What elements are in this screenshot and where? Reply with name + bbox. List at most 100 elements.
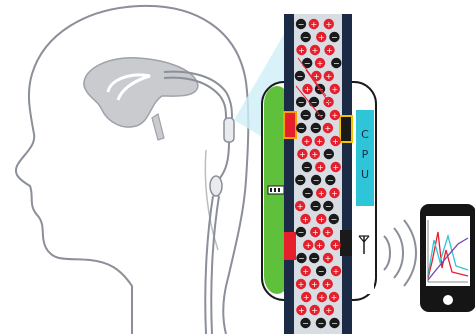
- negative-ion: −: [296, 97, 306, 107]
- negative-ion: −: [301, 32, 311, 42]
- catheter-tube-down-b: [211, 196, 219, 334]
- positive-ion: +: [329, 292, 339, 302]
- positive-sign: +: [332, 111, 339, 120]
- negative-sign: −: [325, 150, 332, 159]
- positive-ion: +: [300, 214, 310, 224]
- negative-ion: −: [310, 201, 320, 211]
- positive-ion: +: [303, 240, 313, 250]
- brain-ventricles: [84, 58, 198, 140]
- negative-ion: −: [302, 58, 312, 68]
- electrode-left-top: [284, 112, 296, 138]
- catheter-tube-lower: [220, 142, 229, 178]
- positive-sign: +: [305, 241, 312, 250]
- positive-sign: +: [299, 150, 306, 159]
- electrode-right-top: [340, 116, 352, 142]
- battery-icon: [268, 186, 286, 194]
- positive-sign: +: [317, 163, 324, 172]
- positive-ion: +: [314, 240, 324, 250]
- negative-ion: −: [296, 19, 306, 29]
- positive-ion: +: [296, 279, 306, 289]
- positive-sign: +: [298, 280, 305, 289]
- positive-sign: +: [297, 202, 304, 211]
- positive-sign: +: [316, 137, 323, 146]
- cpu-letter-p: P: [362, 148, 369, 161]
- positive-ion: +: [295, 201, 305, 211]
- positive-ion: +: [309, 279, 319, 289]
- electrode-right-bottom: [340, 230, 352, 256]
- positive-ion: +: [315, 58, 325, 68]
- positive-sign: +: [324, 280, 331, 289]
- negative-sign: −: [318, 319, 325, 328]
- positive-ion: +: [331, 266, 341, 276]
- positive-ion: +: [316, 188, 326, 198]
- negative-ion: −: [316, 266, 326, 276]
- positive-sign: +: [331, 293, 338, 302]
- negative-sign: −: [297, 176, 304, 185]
- negative-ion: −: [296, 253, 306, 263]
- negative-sign: −: [312, 202, 319, 211]
- negative-ion: −: [300, 318, 310, 328]
- positive-ion: +: [330, 110, 340, 120]
- positive-ion: +: [302, 136, 312, 146]
- tube-wall-right: [342, 14, 352, 334]
- electrode-left-bottom: [284, 232, 296, 260]
- positive-ion: +: [330, 136, 340, 146]
- catheter-chamber: [210, 176, 222, 196]
- positive-ion: +: [302, 84, 312, 94]
- positive-ion: +: [331, 162, 341, 172]
- positive-ion: +: [309, 19, 319, 29]
- positive-sign: +: [318, 33, 325, 42]
- cpu-letter-u: U: [361, 168, 369, 181]
- positive-ion: +: [297, 149, 307, 159]
- negative-sign: −: [327, 176, 334, 185]
- positive-ion: +: [323, 279, 333, 289]
- negative-ion: −: [316, 318, 326, 328]
- cpu-label: C P U: [361, 128, 369, 181]
- positive-ion: +: [323, 253, 333, 263]
- positive-ion: +: [316, 32, 326, 42]
- positive-sign: +: [332, 241, 339, 250]
- positive-sign: +: [302, 215, 309, 224]
- positive-ion: +: [301, 292, 311, 302]
- negative-ion: −: [301, 110, 311, 120]
- positive-ion: +: [314, 136, 324, 146]
- positive-sign: +: [325, 228, 332, 237]
- positive-sign: +: [333, 267, 340, 276]
- positive-sign: +: [311, 306, 318, 315]
- ventricle-shape: [84, 58, 198, 127]
- wireless-signal-icon: [384, 220, 416, 286]
- negative-sign: −: [325, 202, 332, 211]
- positive-sign: +: [310, 20, 317, 29]
- positive-ion: +: [324, 71, 334, 81]
- positive-sign: +: [317, 59, 324, 68]
- positive-ion: +: [317, 292, 327, 302]
- negative-sign: −: [302, 319, 309, 328]
- negative-ion: −: [329, 214, 339, 224]
- negative-sign: −: [331, 319, 338, 328]
- ventricle-horn: [152, 114, 164, 140]
- negative-ion: −: [325, 175, 335, 185]
- negative-sign: −: [302, 111, 309, 120]
- positive-ion: +: [310, 45, 320, 55]
- negative-ion: −: [309, 97, 319, 107]
- negative-sign: −: [298, 98, 305, 107]
- enlarged-tube: −++−+−+++−+−−+++−+−−+−−+−−++++++−−++−−−−…: [284, 14, 352, 334]
- negative-sign: −: [313, 176, 320, 185]
- negative-ion: −: [309, 253, 319, 263]
- catheter-valve: [224, 118, 234, 142]
- positive-ion: +: [296, 305, 306, 315]
- positive-sign: +: [326, 306, 333, 315]
- negative-ion: −: [296, 227, 306, 237]
- positive-ion: +: [323, 227, 333, 237]
- positive-sign: +: [304, 85, 311, 94]
- phone-home-button: [443, 295, 453, 305]
- negative-ion: −: [295, 71, 305, 81]
- negative-sign: −: [302, 33, 309, 42]
- negative-ion: −: [331, 58, 341, 68]
- positive-ion: +: [315, 162, 325, 172]
- positive-ion: +: [310, 149, 320, 159]
- negative-sign: −: [331, 33, 338, 42]
- positive-sign: +: [311, 150, 318, 159]
